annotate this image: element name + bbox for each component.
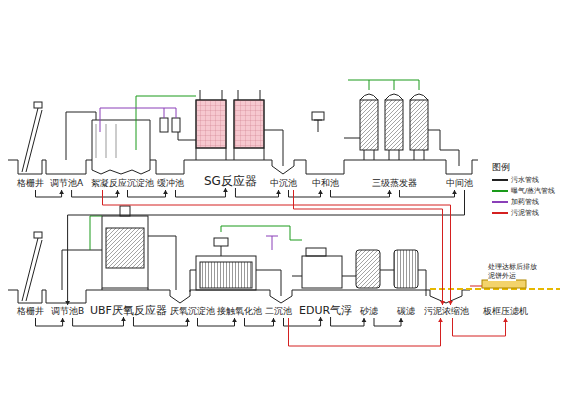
- legend-row: 加药管线: [492, 198, 539, 207]
- water-pipe: [128, 190, 168, 197]
- sludge-pipe: [289, 318, 443, 346]
- unit-label-box: 接触氧化池: [216, 305, 263, 318]
- water-pipe: [65, 190, 464, 305]
- unit-label-box: SG反应器: [203, 175, 258, 188]
- legend-text: 曝气/蒸汽管线: [511, 187, 555, 195]
- unit-label-box: 三级蒸发器: [371, 177, 418, 190]
- unit-name: EDUR气浮: [299, 304, 352, 317]
- water-pipe: [133, 317, 189, 326]
- legend-row: 曝气/蒸汽管线: [492, 187, 555, 196]
- unit-name: 砂滤: [360, 306, 378, 316]
- water-pipe: [36, 190, 64, 197]
- unit-name: 板框压滤机: [483, 306, 528, 316]
- unit-label-box: UBF厌氧反应器: [89, 304, 168, 317]
- water-pipe: [72, 190, 120, 197]
- unit-label-box: 缓冲池: [156, 177, 185, 190]
- legend-row: 污泥管线: [492, 209, 539, 218]
- unit-label-box: 调节池A: [49, 177, 84, 190]
- unit-label-box: 调节池B: [50, 305, 85, 318]
- unit-label-box: EDUR气浮: [298, 304, 353, 317]
- unit-name: 中沉池: [270, 178, 297, 188]
- unit-label-box: 污泥浓缩池: [423, 305, 470, 318]
- unit-name: 中和池: [312, 178, 339, 188]
- water-pipe: [400, 190, 457, 197]
- unit-label-box: 中沉池: [269, 177, 298, 190]
- water-pipe: [331, 317, 367, 326]
- unit-name: 絮凝反应沉淀池: [91, 178, 154, 188]
- unit-name: 污泥浓缩池: [424, 306, 469, 316]
- unit-name: 二沉池: [265, 306, 292, 316]
- unit-name: 碳滤: [397, 306, 415, 316]
- unit-name: 格栅井: [17, 306, 44, 316]
- legend-row: 污水管线: [492, 176, 539, 185]
- water-pipe: [374, 318, 403, 326]
- water-pipe: [331, 190, 392, 197]
- unit-name: 厌氧沉淀池: [170, 306, 215, 316]
- unit-label-box: 格栅井: [16, 177, 45, 190]
- unit-name: SG反应器: [204, 174, 257, 188]
- legend-text: 污水管线: [511, 176, 539, 184]
- unit-name: 调节池A: [50, 178, 83, 188]
- legend-swatch: [492, 201, 508, 203]
- legend-text: 污泥管线: [511, 209, 539, 217]
- unit-label-box: 砂滤: [359, 305, 379, 318]
- unit-name: 中间池: [446, 178, 473, 188]
- water-pipe: [73, 317, 126, 326]
- unit-label-box: 格栅井: [16, 305, 45, 318]
- sludge-pipe: [453, 318, 508, 336]
- water-pipe: [36, 318, 65, 326]
- legend-swatch: [492, 190, 508, 192]
- unit-name: 接触氧化池: [217, 306, 262, 316]
- unit-label-box: 中和池: [311, 177, 340, 190]
- unit-label-box: 碳滤: [396, 305, 416, 318]
- water-pipe: [198, 318, 237, 326]
- water-pipe: [245, 318, 276, 326]
- unit-name: 格栅井: [17, 178, 44, 188]
- sludge-pipe: [103, 190, 453, 305]
- unit-name: 缓冲池: [157, 178, 184, 188]
- unit-label-box: 二沉池: [264, 305, 293, 318]
- water-pipe: [284, 317, 323, 326]
- legend-text: 加药管线: [511, 198, 539, 206]
- unit-label-box: 板框压滤机: [482, 305, 529, 318]
- legend-swatch: [492, 212, 508, 214]
- legend-swatch: [492, 179, 508, 181]
- sludge-pipe: [294, 190, 445, 305]
- unit-label-box: 中间池: [445, 177, 474, 190]
- note-text: 泥饼外运: [488, 271, 516, 281]
- unit-name: 三级蒸发器: [372, 178, 417, 188]
- unit-name: 调节池B: [51, 306, 84, 316]
- legend-title: 图例: [492, 162, 510, 172]
- unit-label-box: 絮凝反应沉淀池: [90, 177, 155, 190]
- unit-label-box: 厌氧沉淀池: [169, 305, 216, 318]
- unit-name: UBF厌氧反应器: [90, 304, 167, 317]
